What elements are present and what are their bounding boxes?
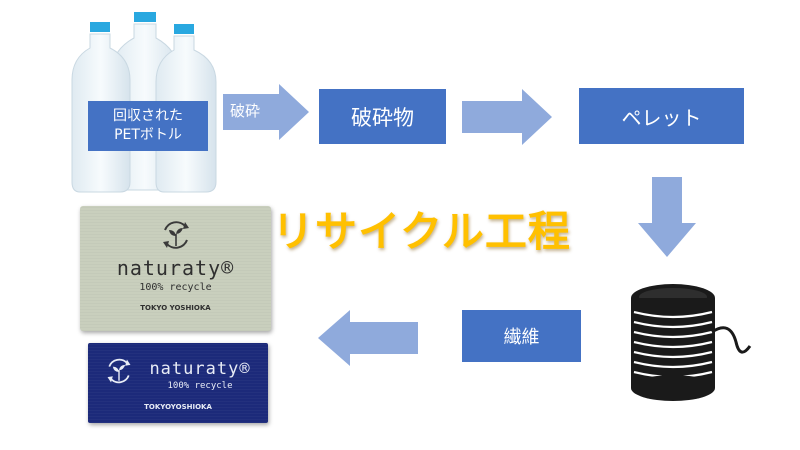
light-tag-sub: 100% recycle [139, 282, 212, 293]
fiber-box: 繊維 [462, 310, 581, 362]
arrow-down-to-fiber [638, 177, 696, 257]
arrow-to-pellet [462, 89, 552, 145]
collected-pet-bottles-label: 回収された PETボトル [88, 101, 208, 151]
light-tag-maker: TOKYO YOSHIOKA [140, 304, 211, 312]
collected-pet-line2: PETボトル [114, 127, 182, 143]
dark-woven-label-tag: naturaty® 100% recycle TOKYOYOSHIOKA [88, 343, 268, 423]
sprout-recycle-icon [163, 221, 189, 249]
thread-spool-icon [631, 284, 752, 401]
dark-tag-sub: 100% recycle [167, 381, 233, 391]
crush-arrow [223, 84, 309, 140]
recycle-process-title: リサイクル工程 [272, 207, 571, 256]
light-woven-label-tag: naturaty® 100% recycle TOKYO YOSHIOKA [80, 206, 271, 331]
crush-step-label: 破砕 [230, 102, 261, 120]
light-tag-brand: naturaty® [116, 256, 235, 280]
dark-tag-brand: naturaty® [149, 359, 251, 379]
crushed-material-box: 破砕物 [319, 89, 446, 144]
sprout-recycle-icon-dark [107, 358, 131, 384]
pellet-box: ペレット [579, 88, 744, 144]
collected-pet-line1: 回収された [113, 108, 183, 124]
arrow-to-labels [318, 310, 418, 366]
dark-tag-maker: TOKYOYOSHIOKA [144, 403, 212, 411]
